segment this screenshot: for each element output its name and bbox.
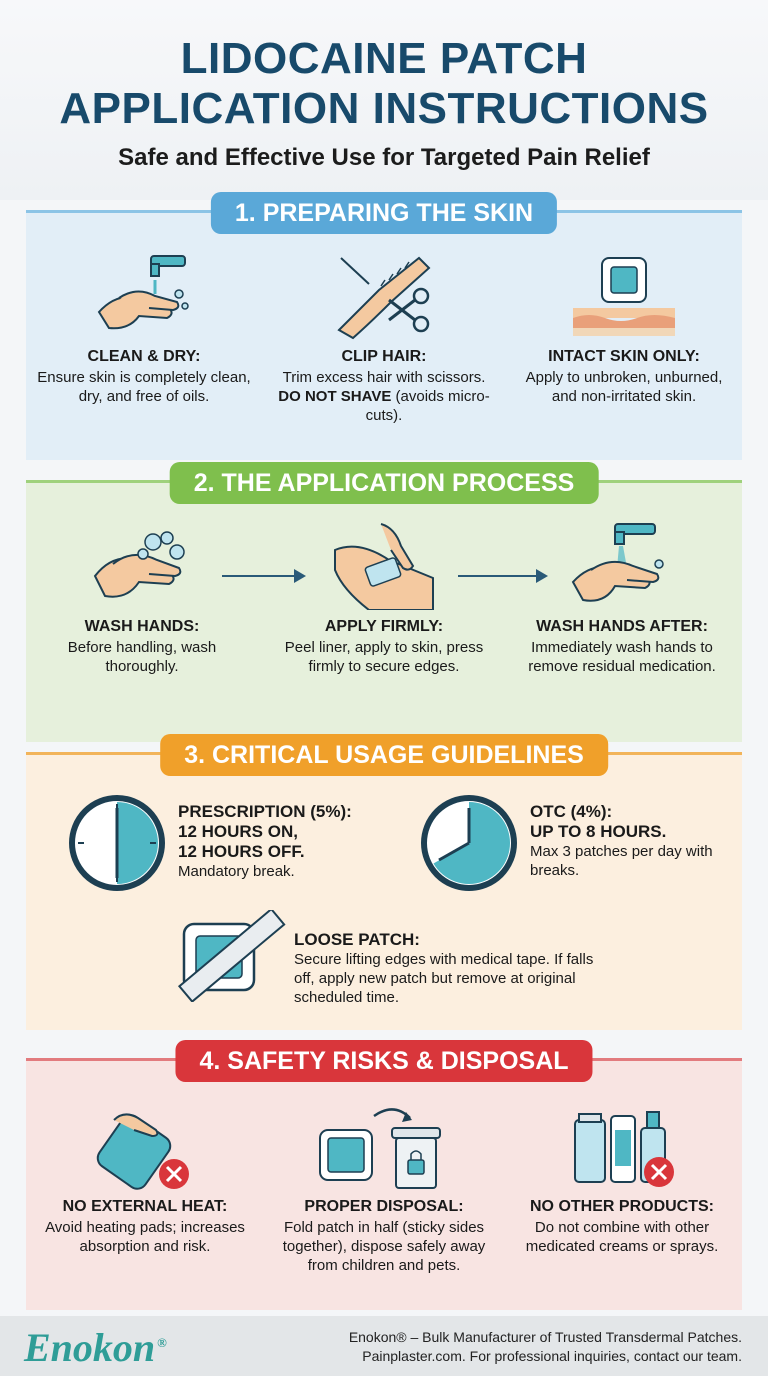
item-text: Peel liner, apply to skin, press firmly …	[284, 639, 484, 675]
section-pill: 4. SAFETY RISKS & DISPOSAL	[175, 1040, 593, 1082]
footer-line-2: Painplaster.com. For professional inquir…	[362, 1348, 742, 1364]
intact-skin-icon	[569, 250, 679, 340]
item-text: Trim excess hair with scissors. DO NOT S…	[274, 368, 494, 425]
clock-8-hours-icon	[420, 794, 518, 897]
section-pill: 1. PREPARING THE SKIN	[210, 192, 558, 234]
item-heading: WASH HANDS:	[84, 618, 200, 635]
faucet-hands-icon	[567, 520, 677, 610]
arrow-icon	[458, 569, 548, 583]
item-text-part: Trim excess hair with scissors.	[282, 369, 486, 386]
guideline-line-1: 12 HOURS ON,	[178, 822, 298, 841]
item-text: Apply to unbroken, unburned, and non-irr…	[525, 369, 723, 405]
header: LIDOCAINE PATCH APPLICATION INSTRUCTIONS…	[0, 0, 768, 200]
apply-patch-icon	[329, 520, 439, 611]
item-wash-hands-after: WASH HANDS AFTER: Immediately wash hands…	[522, 520, 722, 676]
item-text: Do not combine with other medicated crea…	[525, 1219, 719, 1255]
item-text-part: (avoids micro-cuts).	[365, 388, 490, 424]
tape-patch-icon	[176, 907, 286, 1007]
item-heading: NO EXTERNAL HEAT:	[62, 1198, 228, 1215]
otc-guideline: OTC (4%): UP TO 8 HOURS. Max 3 patches p…	[530, 802, 730, 880]
brand-logo: Enokon®	[24, 1324, 167, 1371]
footer: Enokon® Enokon® – Bulk Manufacturer of T…	[0, 1316, 768, 1376]
arrow-icon	[222, 569, 306, 583]
footer-text: Enokon® – Bulk Manufacturer of Trusted T…	[349, 1328, 742, 1366]
item-intact-skin: INTACT SKIN ONLY: Apply to unbroken, unb…	[514, 250, 734, 406]
hand-washing-icon	[89, 250, 199, 340]
item-text: Before handling, wash thoroughly.	[67, 639, 217, 675]
products-icon	[567, 1100, 677, 1190]
item-clip-hair: CLIP HAIR: Trim excess hair with scissor…	[274, 250, 494, 425]
disposal-bin-icon	[319, 1100, 441, 1190]
clock-12-hours-icon	[68, 794, 166, 897]
item-no-other-products: NO OTHER PRODUCTS: Do not combine with o…	[512, 1100, 732, 1256]
item-text-bold: DO NOT SHAVE	[278, 388, 392, 405]
section-preparing-skin: 1. PREPARING THE SKIN CLEAN & DRY: Ensur…	[26, 192, 742, 460]
heating-pad-icon	[90, 1100, 200, 1190]
brand-mark: ®	[157, 1334, 167, 1350]
guideline-heading: PRESCRIPTION (5%):	[178, 802, 352, 821]
page-title: LIDOCAINE PATCH APPLICATION INSTRUCTIONS	[0, 0, 768, 134]
guideline-text: Secure lifting edges with medical tape. …	[294, 951, 594, 1006]
title-line-1: LIDOCAINE PATCH	[180, 34, 588, 83]
guideline-heading: LOOSE PATCH:	[294, 930, 420, 949]
guideline-heading: OTC (4%):	[530, 802, 613, 821]
brand-name: Enokon	[24, 1325, 156, 1370]
page-subtitle: Safe and Effective Use for Targeted Pain…	[118, 144, 650, 171]
prescription-guideline: PRESCRIPTION (5%): 12 HOURS ON, 12 HOURS…	[178, 802, 352, 881]
item-text: Ensure skin is completely clean, dry, an…	[37, 369, 251, 405]
item-heading: CLEAN & DRY:	[87, 348, 201, 365]
item-heading: WASH HANDS AFTER:	[536, 618, 708, 635]
item-apply-firmly: APPLY FIRMLY: Peel liner, apply to skin,…	[284, 520, 484, 676]
item-heading: PROPER DISPOSAL:	[304, 1198, 464, 1215]
item-text: Immediately wash hands to remove residua…	[528, 639, 716, 675]
item-text: Avoid heating pads; increases absorption…	[45, 1219, 245, 1255]
guideline-text: Max 3 patches per day with breaks.	[530, 843, 713, 879]
item-wash-hands: WASH HANDS: Before handling, wash thorou…	[42, 520, 242, 676]
item-heading: CLIP HAIR:	[341, 348, 427, 365]
item-no-heat: NO EXTERNAL HEAT: Avoid heating pads; in…	[40, 1100, 250, 1256]
title-line-2: APPLICATION INSTRUCTIONS	[59, 84, 709, 133]
section-pill: 2. THE APPLICATION PROCESS	[169, 462, 599, 504]
item-heading: NO OTHER PRODUCTS:	[530, 1198, 714, 1215]
loose-patch-guideline: LOOSE PATCH: Secure lifting edges with m…	[294, 930, 614, 1007]
footer-line-1: Enokon® – Bulk Manufacturer of Trusted T…	[348, 1329, 742, 1345]
guideline-text: Mandatory break.	[178, 863, 295, 880]
section-usage-guidelines: 3. CRITICAL USAGE GUIDELINES PRESCRIPTIO…	[26, 734, 742, 1030]
section-application-process: 2. THE APPLICATION PROCESS WASH HANDS: B…	[26, 462, 742, 742]
section-pill: 3. CRITICAL USAGE GUIDELINES	[160, 734, 608, 776]
item-disposal: PROPER DISPOSAL: Fold patch in half (sti…	[274, 1100, 494, 1275]
item-text: Fold patch in half (sticky sides togethe…	[282, 1219, 486, 1274]
guideline-line-1: UP TO 8 HOURS.	[530, 822, 667, 841]
item-heading: INTACT SKIN ONLY:	[548, 348, 700, 365]
item-clean-dry: CLEAN & DRY: Ensure skin is completely c…	[34, 250, 254, 406]
guideline-line-2: 12 HOURS OFF.	[178, 842, 305, 861]
soapy-hands-icon	[87, 520, 197, 610]
item-heading: APPLY FIRMLY:	[324, 618, 444, 635]
section-safety-disposal: 4. SAFETY RISKS & DISPOSAL NO EXTERNAL H…	[26, 1040, 742, 1310]
scissors-arm-icon	[329, 250, 439, 340]
